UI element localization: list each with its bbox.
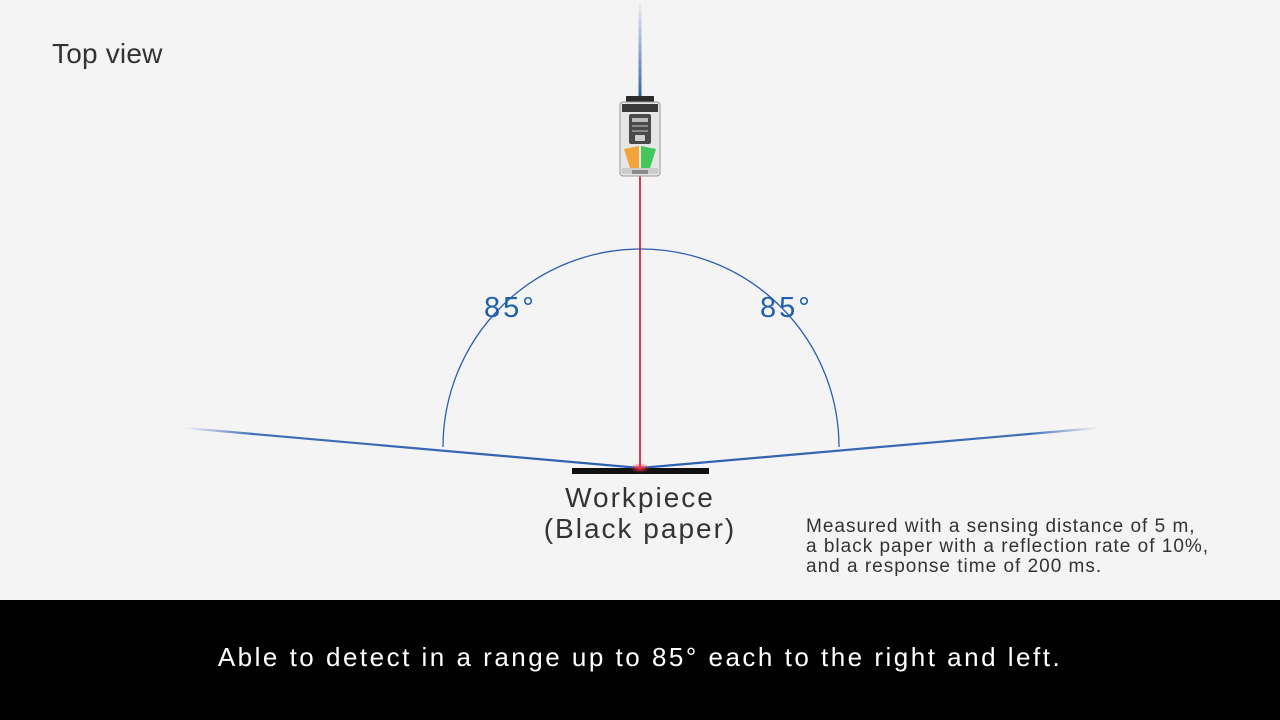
left-limit-ray xyxy=(184,426,641,470)
photoelectric-sensor-icon xyxy=(619,96,661,177)
caption-bar: Able to detect in a range up to 85° each… xyxy=(0,600,1280,720)
right-limit-ray xyxy=(639,426,1099,470)
view-title: Top view xyxy=(52,38,163,69)
laser-spot xyxy=(630,463,650,473)
note-line-3: and a response time of 200 ms. xyxy=(806,556,1103,577)
caption-text: Able to detect in a range up to 85° each… xyxy=(217,642,1063,672)
left-angle-label: 85° xyxy=(484,292,537,324)
measurement-note: Measured with a sensing distance of 5 m,… xyxy=(806,517,1209,577)
detection-angle-diagram xyxy=(184,0,1099,474)
workpiece-material-label: (Black paper) xyxy=(543,513,737,544)
workpiece-label: Workpiece xyxy=(565,482,715,513)
note-line-2: a black paper with a reflection rate of … xyxy=(806,536,1210,557)
detection-arc xyxy=(442,248,840,448)
note-line-1: Measured with a sensing distance of 5 m, xyxy=(806,516,1196,537)
sensor-cable xyxy=(638,0,642,98)
right-angle-label: 85° xyxy=(760,292,813,324)
